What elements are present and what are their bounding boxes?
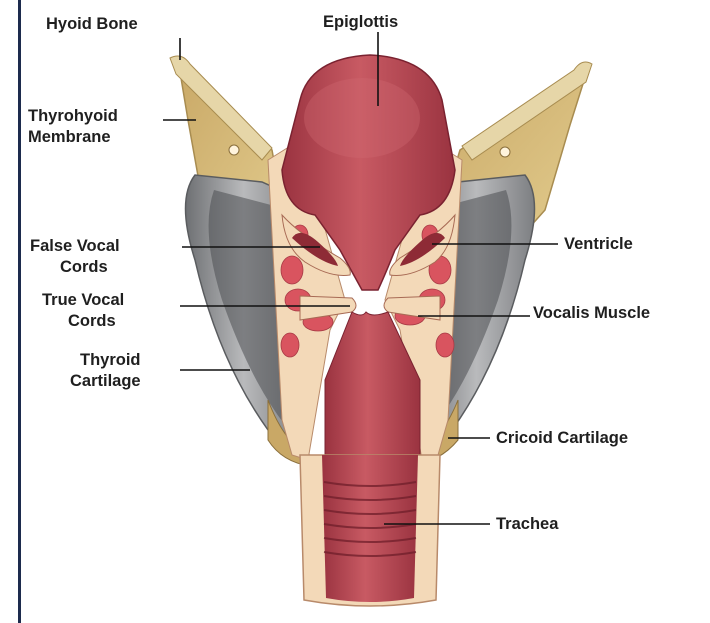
label-true-vocal-cords: True Vocal Cords	[42, 290, 124, 332]
label-thyroid-cartilage: Thyroid Cartilage	[70, 350, 141, 392]
label-false-vocal-cords: False Vocal Cords	[30, 236, 120, 278]
label-epiglottis: Epiglottis	[323, 12, 398, 33]
label-cricoid-cartilage: Cricoid Cartilage	[496, 428, 628, 449]
label-hyoid-bone: Hyoid Bone	[46, 14, 138, 35]
label-thyrohyoid-membrane: Thyrohyoid Membrane	[28, 106, 118, 148]
label-trachea: Trachea	[496, 514, 558, 535]
label-vocalis-muscle: Vocalis Muscle	[533, 303, 650, 324]
label-ventricle: Ventricle	[564, 234, 633, 255]
